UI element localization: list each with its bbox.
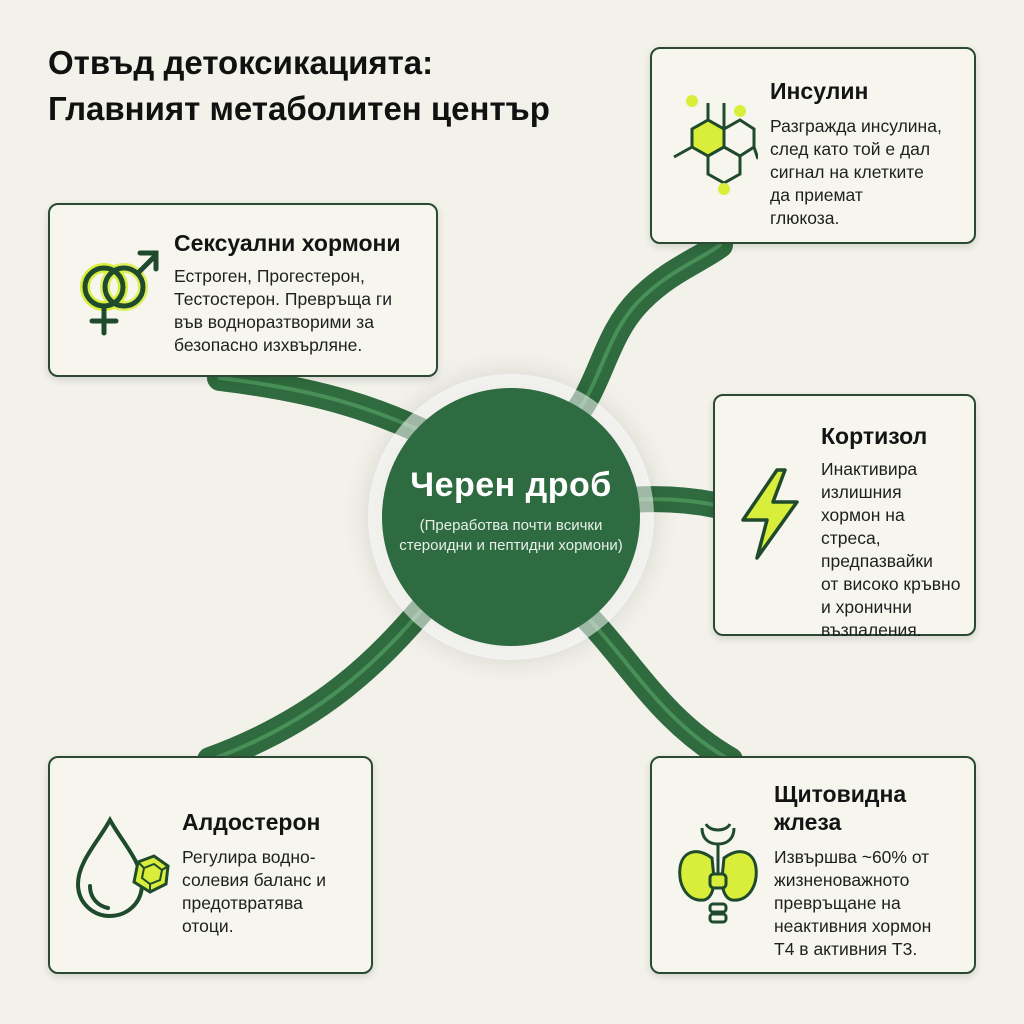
liver-hub: Черен дроб (Преработва почти всички стер… (382, 388, 640, 646)
card-thyroid-line: жизненоважното (774, 870, 910, 890)
page-title-line-1: Отвъд детоксикацията: (48, 44, 434, 81)
card-cortisol: Кортизол Инактивира излишния хормон на с… (713, 394, 976, 640)
card-thyroid-line: Извършва ~60% от (774, 847, 930, 867)
hub-title: Черен дроб (410, 466, 612, 504)
card-sex-line: Тестостерон. Превръща ги (174, 289, 393, 309)
thyroid-icon (678, 823, 758, 924)
hub-subtitle: (Преработва почти всички стероидни и пеп… (399, 517, 623, 554)
card-cortisol-line: хормон на (821, 505, 905, 525)
card-cortisol-line: и хронични (821, 597, 912, 617)
card-cortisol-line: предпазвайки (821, 551, 933, 571)
card-insulin-title: Инсулин (770, 78, 869, 104)
card-sex-line: безопасно изхвърляне. (174, 335, 363, 355)
molecule-icon (673, 95, 758, 195)
card-aldosterone-line: солевия баланс и (182, 870, 326, 890)
card-insulin-line: да приемат (770, 185, 863, 205)
card-cortisol-line: стреса, (821, 528, 881, 548)
branch-aldosterone (197, 587, 443, 773)
card-sex-hormones: Сексуални хормони Естроген, Прогестерон,… (48, 203, 438, 377)
card-cortisol-line: излишния (821, 482, 902, 502)
card-aldosterone-title: Алдостерон (182, 809, 321, 835)
card-insulin-text: Разгражда инсулина, след като той е дал … (770, 115, 942, 230)
card-cortisol-text: Инактивира излишния хормон на стреса, пр… (821, 458, 960, 642)
gender-symbols-icon (80, 250, 159, 336)
card-thyroid-title-line: жлеза (774, 809, 842, 835)
page-title-line-2: Главният метаболитен център (48, 90, 550, 127)
card-thyroid-line: неактивния хормон (774, 916, 932, 936)
water-drop-icon (75, 815, 170, 919)
card-aldosterone: Алдостерон Регулира водно- солевия балан… (48, 756, 373, 974)
card-insulin-line: глюкоза. (770, 208, 840, 228)
branch-sex (207, 365, 453, 453)
lightning-icon (741, 468, 799, 560)
card-insulin: Инсулин Разгражда инсулина, след като то… (650, 47, 976, 244)
card-aldosterone-text: Регулира водно- солевия баланс и предотв… (182, 846, 326, 938)
card-insulin-line: сигнал на клетките (770, 162, 924, 182)
card-cortisol-line: Инактивира (821, 459, 918, 479)
card-aldosterone-line: отоци. (182, 916, 234, 936)
card-thyroid-title: Щитовидна жлеза (774, 780, 906, 836)
card-insulin-line: Разгражда инсулина, (770, 116, 942, 136)
card-aldosterone-line: Регулира водно- (182, 847, 316, 867)
card-sex-line: Естроген, Прогестерон, (174, 266, 365, 286)
card-thyroid-line: превръщане на (774, 893, 901, 913)
card-thyroid-text: Извършва ~60% от жизненоважното превръща… (774, 846, 931, 961)
card-thyroid-title-line: Щитовидна (774, 781, 907, 807)
card-thyroid: Щитовидна жлеза Извършва ~60% от жизнено… (650, 756, 976, 974)
card-aldosterone-line: предотвратява (182, 893, 303, 913)
page-title: Отвъд детоксикацията: Главният метаболит… (48, 40, 550, 132)
card-insulin-line: след като той е дал (770, 139, 931, 159)
salt-crystal-icon (132, 854, 170, 894)
card-cortisol-line: възпаления. (821, 620, 922, 640)
card-sex-title: Сексуални хормони (174, 230, 401, 256)
card-cortisol-line: от високо кръвно (821, 574, 961, 594)
card-sex-text: Естроген, Прогестерон, Тестостерон. Прев… (174, 265, 392, 357)
card-thyroid-line: Т4 в активния Т3. (774, 939, 918, 959)
card-cortisol-title: Кортизол (821, 423, 928, 449)
card-sex-line: във водноразтворими за (174, 312, 374, 332)
